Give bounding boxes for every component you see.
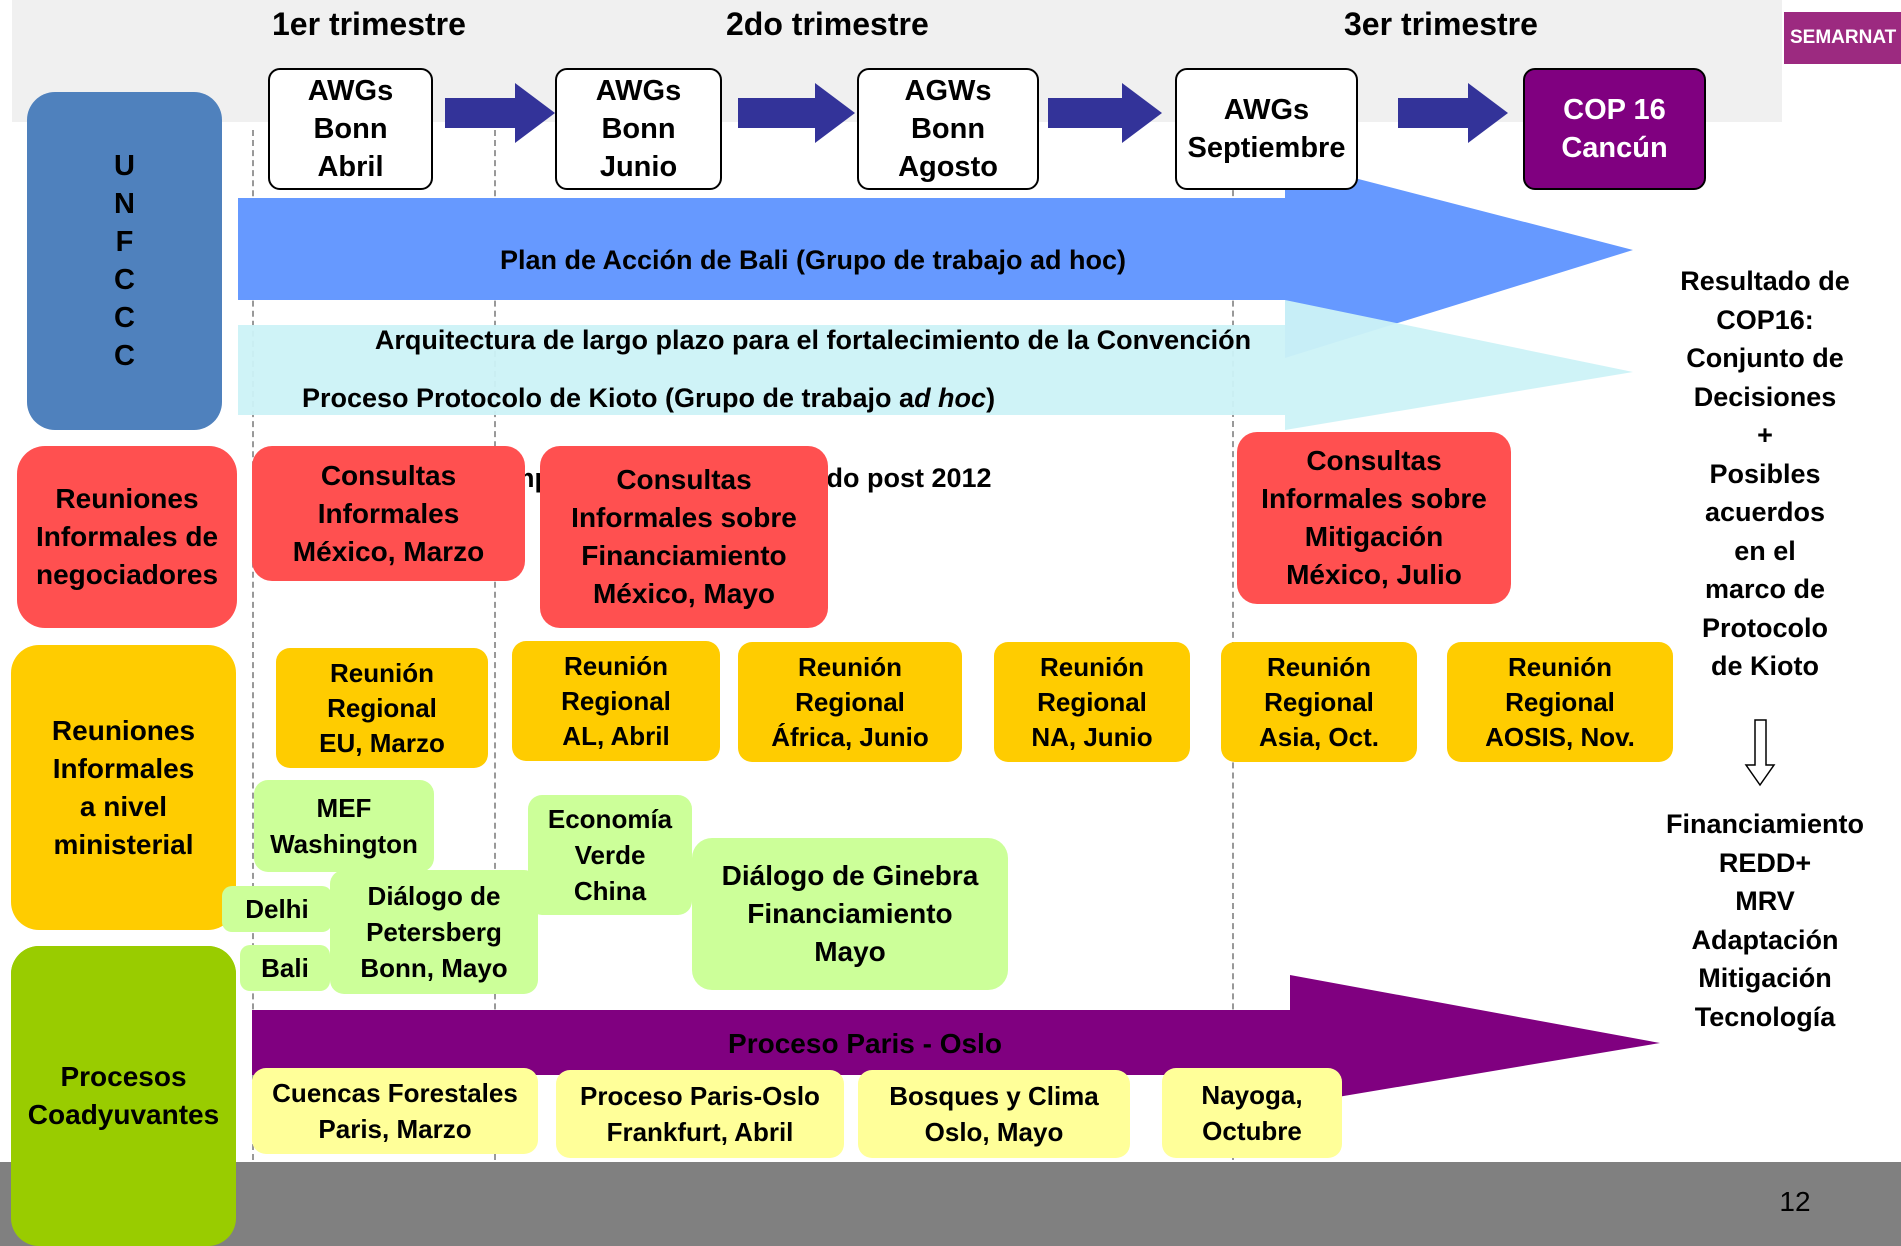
footer-bar [0,1162,1901,1246]
reunion-aosis-box: Reunión Regional AOSIS, Nov. [1447,642,1673,762]
dashed-divider [252,130,254,1160]
reunion-eu-box: Reunión Regional EU, Marzo [276,648,488,768]
cop16-result-text: Resultado de COP16: Conjunto de Decision… [1680,266,1850,681]
quarter-3-label: 3er trimestre [1344,6,1538,42]
timeline-arrow [1398,83,1508,143]
kioto-line-1-end: ) [986,383,996,413]
timeline-arrow [738,83,855,143]
awgs-bonn-junio-box: AWGs Bonn Junio [555,68,722,190]
reunion-al-box: Reunión Regional AL, Abril [512,641,720,761]
reunion-asia-box: Reunión Regional Asia, Oct. [1221,642,1417,762]
page-number: 12 [1779,1186,1811,1217]
ginebra-box: Diálogo de Ginebra Financiamiento Mayo [692,838,1008,990]
mef-washington-box: MEF Washington [254,780,434,872]
semarnat-logo: SEMARNAT [1784,12,1901,64]
timeline-arrow [1048,83,1162,143]
unfccc-row-label: U N F C C C [27,92,222,430]
quarter-1-label: 1er trimestre [272,6,466,42]
consultas-julio-box: Consultas Informales sobre Mitigación Mé… [1237,432,1511,604]
timeline-arrow [445,83,555,143]
nayoga-box: Nayoga, Octubre [1162,1068,1342,1158]
reunion-africa-box: Reunión Regional África, Junio [738,642,962,762]
economia-verde-box: Economía Verde China [528,795,692,915]
bali-line-1: Plan de Acción de Bali (Grupo de trabajo… [499,245,1127,275]
consultas-marzo-box: Consultas Informales México, Marzo [252,446,525,581]
bali-arrow-text: Plan de Acción de Bali (Grupo de trabajo… [238,200,1388,400]
quarter-2-label: 2do trimestre [726,6,929,42]
paris-oslo-text: Proceso Paris - Oslo [728,1028,1002,1059]
bali-arrow [238,160,1633,358]
paris-oslo-frankfurt-box: Proceso Paris-Oslo Frankfurt, Abril [556,1070,844,1158]
informales-row-label: Reuniones Informales de negociadores [17,446,237,628]
dashed-divider [494,130,496,1160]
ministerial-row-label: Reuniones Informales a nivel ministerial [11,645,236,930]
down-arrow [1744,719,1776,787]
bali-line-2: Arquitectura de largo plazo para el fort… [374,325,1252,355]
kioto-line-1-main: Proceso Protocolo de Kioto (Grupo de tra… [302,383,915,413]
bosques-clima-box: Bosques y Clima Oslo, Mayo [858,1070,1130,1158]
kioto-arrow [238,300,1633,430]
reunion-na-box: Reunión Regional NA, Junio [994,642,1190,762]
bali-box: Bali [240,945,330,991]
petersberg-box: Diálogo de Petersberg Bonn, Mayo [330,870,538,994]
kioto-line-1: Proceso Protocolo de Kioto (Grupo de tra… [302,378,1282,418]
kioto-line-1-italic: d hoc [914,383,987,413]
cop16-topics-text: Financiamiento REDD+ MRV Adaptación Miti… [1665,809,1865,1032]
awgs-septiembre-box: AWGs Septiembre [1175,68,1358,190]
cuencas-forestales-box: Cuencas Forestales Paris, Marzo [252,1068,538,1154]
awgs-bonn-abril-box: AWGs Bonn Abril [268,68,433,190]
delhi-box: Delhi [222,886,332,932]
agws-bonn-agosto-box: AGWs Bonn Agosto [857,68,1039,190]
consultas-mayo-box: Consultas Informales sobre Financiamient… [540,446,828,628]
coadyuvantes-row-label-overlay: Procesos Coadyuvantes [11,946,236,1246]
cop16-cancun-box: COP 16 Cancún [1523,68,1706,190]
